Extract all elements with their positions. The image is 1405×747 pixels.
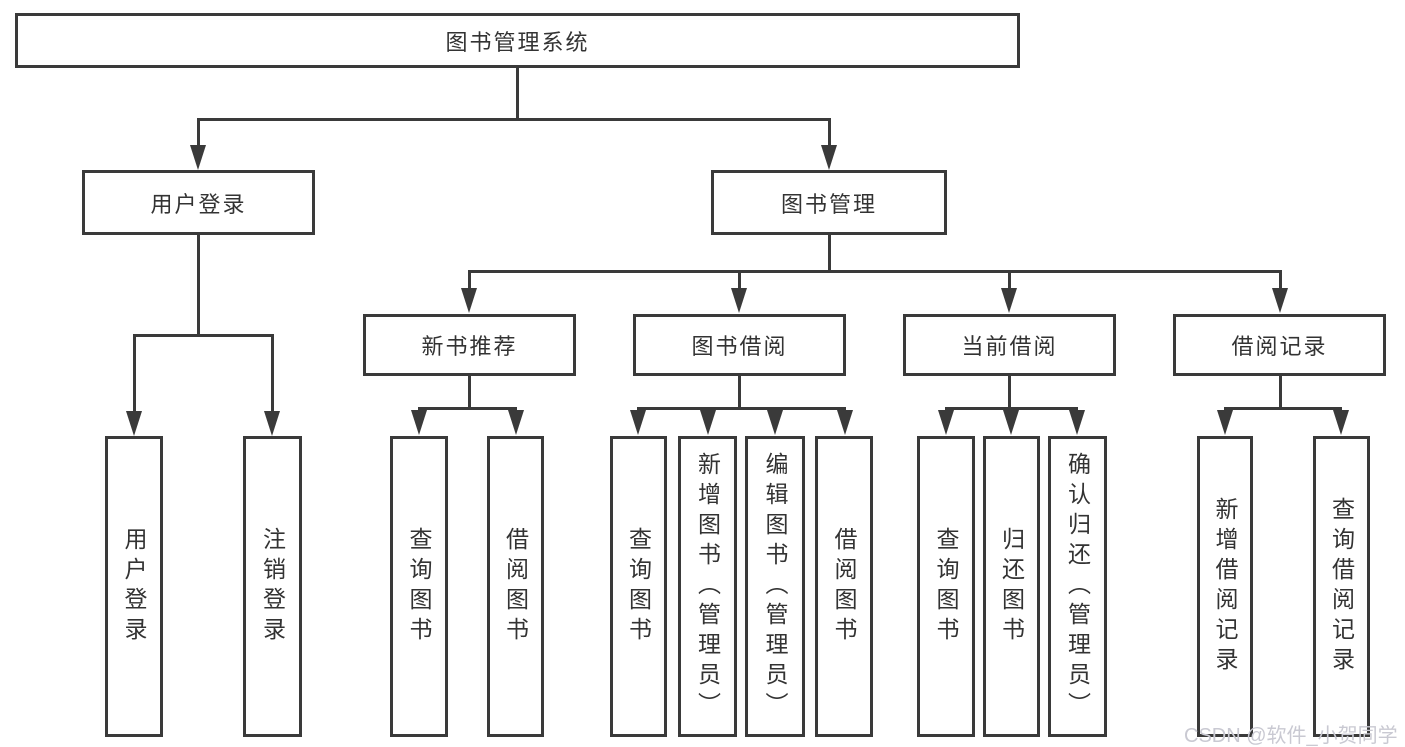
connector-line [197,233,200,336]
arrow-head [837,410,853,435]
arrow-head [461,288,477,313]
leaf-user-login: 用户登录 [105,436,163,737]
connector-line [828,118,831,147]
connector-line [468,270,471,289]
leaf-label: 编辑图书（管理员） [762,451,788,722]
arrow-head [731,288,747,313]
connector-line [197,118,831,121]
leaf-query-borrow-record: 查询借阅记录 [1313,436,1370,737]
connector-line [1279,270,1282,289]
arrow-head [508,410,524,435]
arrow-head [1217,410,1233,435]
arrow-head [630,410,646,435]
arrow-head [1069,410,1085,435]
connector-line [1224,407,1342,410]
leaf-query-books-recommend: 查询图书 [390,436,448,737]
leaf-return-books: 归还图书 [983,436,1040,737]
connector-line [418,407,517,410]
connector-line [468,374,471,410]
node-borrowing-records: 借阅记录 [1173,314,1386,376]
leaf-label: 确认归还（管理员） [1064,451,1091,722]
node-label: 图书借阅 [691,334,788,359]
arrow-head [126,411,142,436]
leaf-label: 新增图书（管理员） [694,451,721,722]
arrow-head [1272,288,1288,313]
node-label: 图书管理系统 [445,29,590,55]
arrow-head [700,410,716,435]
connector-line [637,407,846,410]
leaf-edit-books-admin: 编辑图书（管理员） [745,436,805,737]
connector-line [828,233,831,273]
arrow-head [767,410,783,435]
arrow-head [938,410,954,435]
leaf-confirm-return-admin: 确认归还（管理员） [1048,436,1107,737]
leaf-label: 借阅图书 [502,526,529,647]
leaf-label: 注销登录 [259,526,286,647]
arrow-head [1001,288,1017,313]
arrow-head [190,145,206,170]
connector-line [271,334,274,412]
node-new-book-recommendation: 新书推荐 [363,314,576,376]
leaf-label: 归还图书 [998,526,1025,647]
leaf-label: 新增借阅记录 [1212,496,1238,677]
leaf-label: 借阅图书 [831,526,857,647]
node-label: 当前借阅 [961,334,1058,359]
leaf-label: 用户登录 [121,526,147,647]
arrow-head [264,411,280,436]
connector-line [1008,270,1011,289]
connector-line [738,374,741,410]
arrow-head [1003,410,1019,435]
leaf-label: 查询图书 [625,526,652,647]
leaf-add-books-admin: 新增图书（管理员） [678,436,737,737]
leaf-label: 查询借阅记录 [1328,496,1355,677]
connector-line [468,270,1282,273]
node-label: 新书推荐 [421,334,518,359]
arrow-head [411,410,427,435]
connector-line [516,66,519,120]
leaf-logout: 注销登录 [243,436,302,737]
leaf-query-books-current: 查询图书 [917,436,975,737]
node-label: 图书管理 [780,191,877,217]
leaf-query-books-borrow: 查询图书 [610,436,667,737]
connector-line [133,334,136,412]
leaf-label: 查询图书 [406,526,432,647]
connector-line [197,118,200,147]
watermark: CSDN @软件_小贺同学 [1184,725,1398,747]
node-user-login: 用户登录 [82,170,315,235]
node-book-borrowing: 图书借阅 [633,314,846,376]
connector-line [1008,374,1011,410]
node-library-management-system: 图书管理系统 [15,13,1020,68]
node-current-borrowing: 当前借阅 [903,314,1116,376]
node-label: 用户登录 [150,191,247,217]
leaf-label: 查询图书 [933,526,959,647]
connector-line [738,270,741,289]
connector-line [945,407,1078,410]
node-book-management: 图书管理 [711,170,947,235]
leaf-add-borrow-record: 新增借阅记录 [1197,436,1253,737]
arrow-head [821,145,837,170]
connector-line [133,334,274,337]
leaf-borrow-books-recommend: 借阅图书 [487,436,544,737]
node-label: 借阅记录 [1231,334,1328,359]
leaf-borrow-books-borrow: 借阅图书 [815,436,873,737]
connector-line [1279,374,1282,410]
arrow-head [1333,410,1349,435]
